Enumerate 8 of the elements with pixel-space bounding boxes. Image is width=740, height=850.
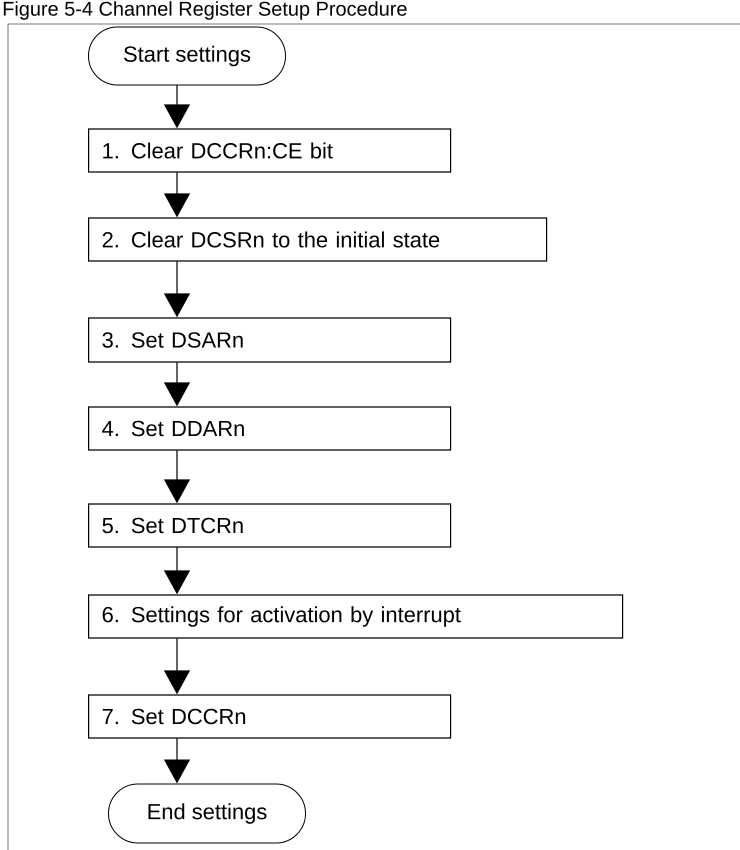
- figure-title: Figure 5-4 Channel Register Setup Procedure: [4, 1, 407, 20]
- process-box: 4. Set DDARn: [88, 406, 452, 451]
- process-box: 3. Set DSARn: [88, 317, 452, 363]
- process-box: 6. Settings for activation by interrupt: [88, 594, 624, 639]
- process-box: 1. Clear DCCRn:CE bit: [88, 128, 452, 173]
- process-box: 5. Set DTCRn: [88, 503, 452, 548]
- process-box: 7. Set DCCRn: [88, 694, 452, 739]
- process-box: 2. Clear DCSRn to the initial state: [88, 217, 548, 262]
